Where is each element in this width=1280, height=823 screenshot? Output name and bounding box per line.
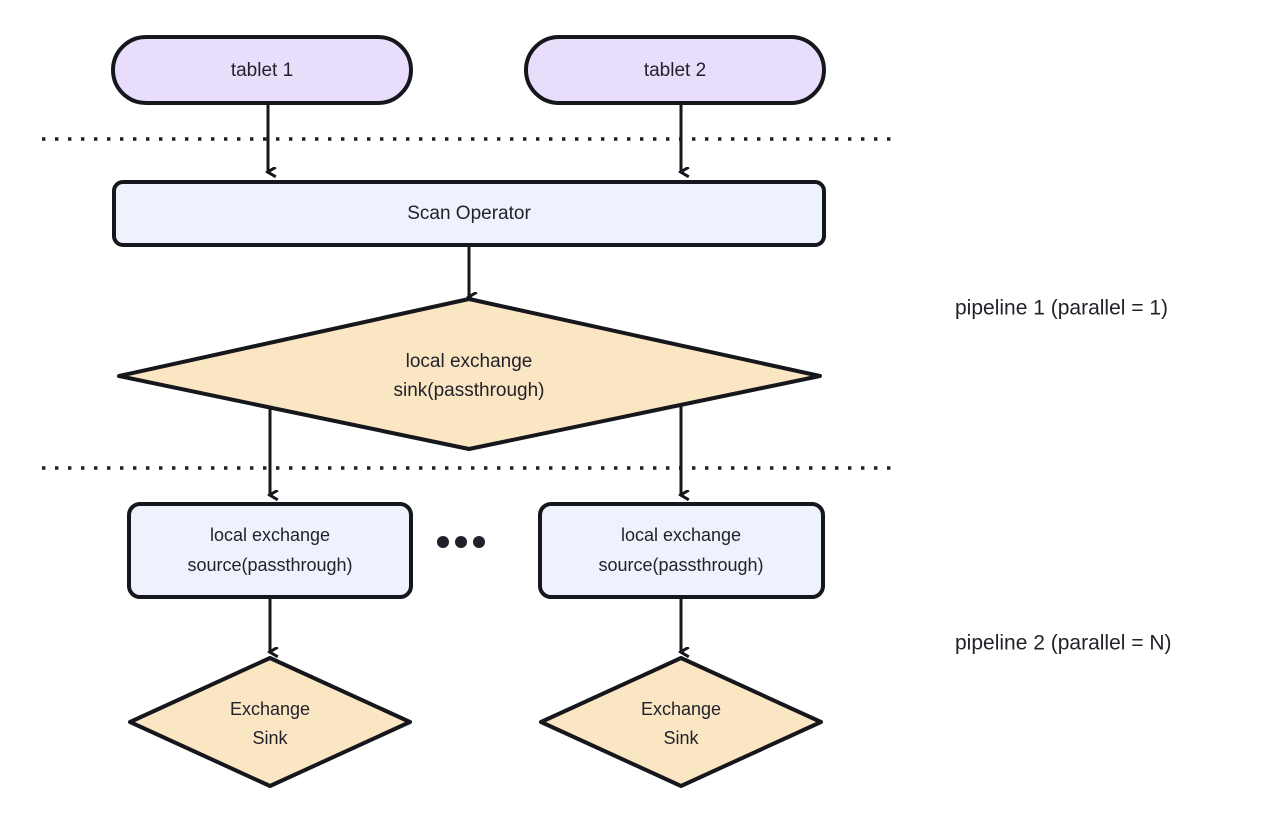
- scan-operator-label: Scan Operator: [407, 203, 531, 224]
- scan-operator-shape: [112, 180, 826, 247]
- node-local-exchange-sink[interactable]: local exchange sink(passthrough): [117, 297, 822, 451]
- exchange-sink-right-label-line1: Exchange: [641, 699, 721, 719]
- node-tablet-2[interactable]: tablet 2: [524, 35, 826, 105]
- ellipsis-icon: [437, 536, 485, 548]
- local-exchange-sink-label-line2: sink(passthrough): [393, 380, 544, 401]
- exchange-sink-left-label-line2: Sink: [252, 728, 288, 748]
- local-exchange-source-right-label-line1: local exchange: [621, 525, 741, 545]
- local-exchange-source-left-label-line2: source(passthrough): [187, 555, 352, 575]
- node-exchange-sink-left[interactable]: Exchange Sink: [128, 656, 412, 788]
- pipeline-2-label: pipeline 2 (parallel = N): [955, 632, 1172, 655]
- local-exchange-source-right-shape: [538, 502, 825, 599]
- tablet-1-label: tablet 1: [231, 60, 293, 81]
- exchange-sink-left-shape: [128, 656, 412, 788]
- node-exchange-sink-right[interactable]: Exchange Sink: [539, 656, 823, 788]
- tablet-1-shape: [111, 35, 413, 105]
- local-exchange-sink-shape: [117, 297, 822, 451]
- node-local-exchange-source-right[interactable]: local exchange source(passthrough): [538, 502, 825, 599]
- node-scan-operator[interactable]: Scan Operator: [112, 180, 826, 247]
- local-exchange-source-right-label-line2: source(passthrough): [598, 555, 763, 575]
- exchange-sink-right-label-line2: Sink: [663, 728, 699, 748]
- pipeline-1-label: pipeline 1 (parallel = 1): [955, 297, 1168, 320]
- local-exchange-source-left-label-line1: local exchange: [210, 525, 330, 545]
- tablet-2-shape: [524, 35, 826, 105]
- exchange-sink-left-label-line1: Exchange: [230, 699, 310, 719]
- tablet-2-label: tablet 2: [644, 60, 706, 81]
- local-exchange-source-left-shape: [127, 502, 413, 599]
- local-exchange-sink-label-line1: local exchange: [406, 351, 533, 372]
- node-tablet-1[interactable]: tablet 1: [111, 35, 413, 105]
- exchange-sink-right-shape: [539, 656, 823, 788]
- node-local-exchange-source-left[interactable]: local exchange source(passthrough): [127, 502, 413, 599]
